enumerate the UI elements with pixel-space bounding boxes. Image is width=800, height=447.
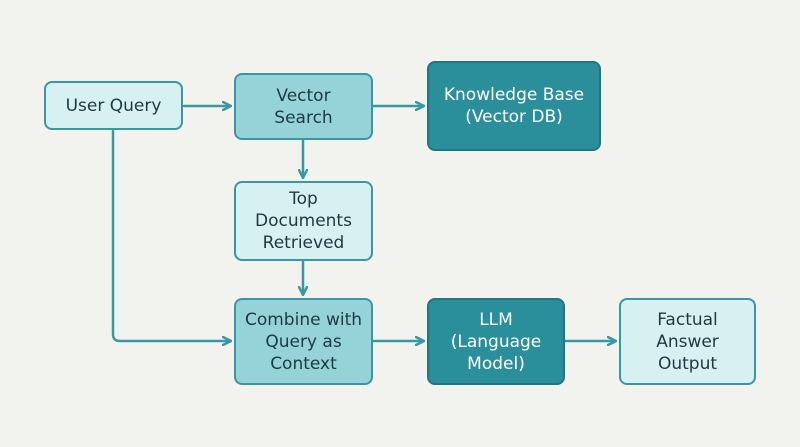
node-top-documents: Top Documents Retrieved [234, 181, 373, 261]
node-knowledge-base: Knowledge Base (Vector DB) [427, 61, 601, 151]
node-llm: LLM (Language Model) [427, 298, 565, 385]
node-user-query: User Query [44, 81, 183, 130]
node-vector-search: Vector Search [234, 73, 373, 140]
edge-userquery-combine [111, 129, 230, 341]
node-factual-answer: Factual Answer Output [619, 298, 756, 385]
node-combine-context: Combine with Query as Context [234, 298, 373, 385]
